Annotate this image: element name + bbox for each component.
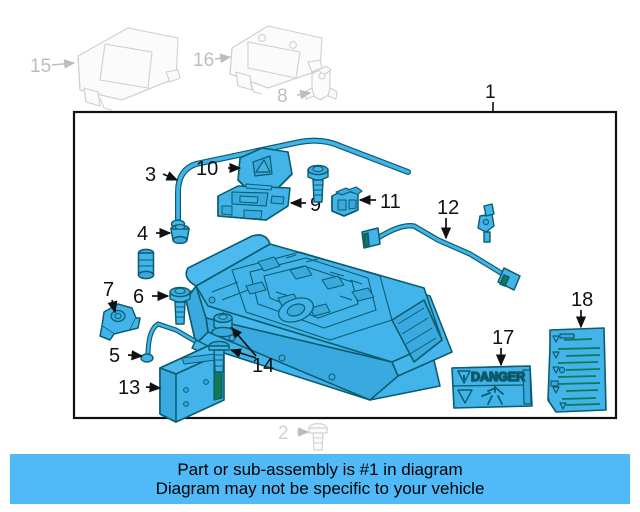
banner-line-1: Part or sub-assembly is #1 in diagram bbox=[177, 459, 463, 479]
callout-number-18: 18 bbox=[571, 289, 593, 311]
banner-line-2: Diagram may not be specific to your vehi… bbox=[155, 479, 485, 498]
callout-8: 8 bbox=[277, 86, 312, 107]
part-6-flange-bolt bbox=[169, 286, 191, 325]
part-18-information-label bbox=[547, 327, 607, 413]
callout-11: 11 bbox=[358, 191, 401, 213]
callout-12: 12 bbox=[437, 197, 459, 240]
callout-number-1: 1 bbox=[485, 82, 496, 103]
part-4-grommet bbox=[170, 224, 190, 245]
callout-number-16: 16 bbox=[193, 50, 214, 71]
dimmed-part-15 bbox=[77, 27, 181, 111]
part-11-connector bbox=[331, 186, 363, 217]
callout-number-4: 4 bbox=[137, 223, 148, 245]
callout-1: 1 bbox=[485, 82, 496, 112]
dimmed-part-8 bbox=[304, 65, 338, 101]
part-12-wire-harness bbox=[361, 203, 521, 291]
harness-clip bbox=[477, 203, 495, 243]
flange-bolt-upper bbox=[307, 164, 329, 203]
info-banner: Part or sub-assembly is #1 in diagram Di… bbox=[10, 454, 630, 504]
part-13-control-module bbox=[159, 345, 225, 423]
callout-number-17: 17 bbox=[492, 327, 514, 349]
callout-number-12: 12 bbox=[437, 197, 459, 219]
parts-diagram: 15 16 8 bbox=[30, 25, 618, 451]
part-1-battery-pack-assembly bbox=[185, 234, 453, 401]
callout-2: 2 bbox=[278, 423, 310, 444]
callout-18: 18 bbox=[571, 289, 593, 329]
callout-4: 4 bbox=[137, 223, 172, 245]
part-14-nut bbox=[211, 312, 235, 338]
callout-6: 6 bbox=[133, 286, 170, 308]
callout-number-5: 5 bbox=[109, 345, 120, 367]
callout-9: 9 bbox=[289, 194, 321, 216]
callout-number-3: 3 bbox=[145, 164, 156, 186]
callout-5: 5 bbox=[109, 345, 144, 367]
callout-7: 7 bbox=[103, 279, 118, 314]
callout-number-6: 6 bbox=[133, 286, 144, 308]
callout-number-14: 14 bbox=[252, 355, 274, 377]
callout-16: 16 bbox=[193, 50, 232, 71]
part-14-bolt bbox=[208, 340, 230, 373]
callout-number-13: 13 bbox=[118, 377, 140, 399]
part-9-junction-block bbox=[217, 183, 291, 221]
callout-number-7: 7 bbox=[103, 279, 114, 301]
callout-3: 3 bbox=[145, 164, 179, 186]
callout-14: 14 bbox=[229, 327, 274, 377]
callout-number-9: 9 bbox=[310, 194, 321, 216]
danger-label-text: DANGER bbox=[471, 370, 525, 384]
dimmed-part-2 bbox=[308, 423, 328, 451]
callout-number-11: 11 bbox=[380, 191, 401, 213]
callout-10: 10 bbox=[196, 158, 242, 180]
part-17-danger-label: DANGER bbox=[451, 365, 533, 409]
part-10-vent-cover bbox=[237, 147, 293, 193]
callout-number-10: 10 bbox=[196, 158, 218, 180]
callout-number-2: 2 bbox=[278, 423, 289, 444]
callout-17: 17 bbox=[492, 327, 514, 367]
callout-number-8: 8 bbox=[277, 86, 288, 107]
callout-13: 13 bbox=[118, 377, 162, 399]
callout-15: 15 bbox=[30, 56, 76, 77]
callout-number-15: 15 bbox=[30, 56, 51, 77]
part-3-vent-tube bbox=[170, 137, 411, 229]
dimmed-part-16 bbox=[229, 25, 323, 95]
grommet-secondary bbox=[137, 248, 155, 280]
